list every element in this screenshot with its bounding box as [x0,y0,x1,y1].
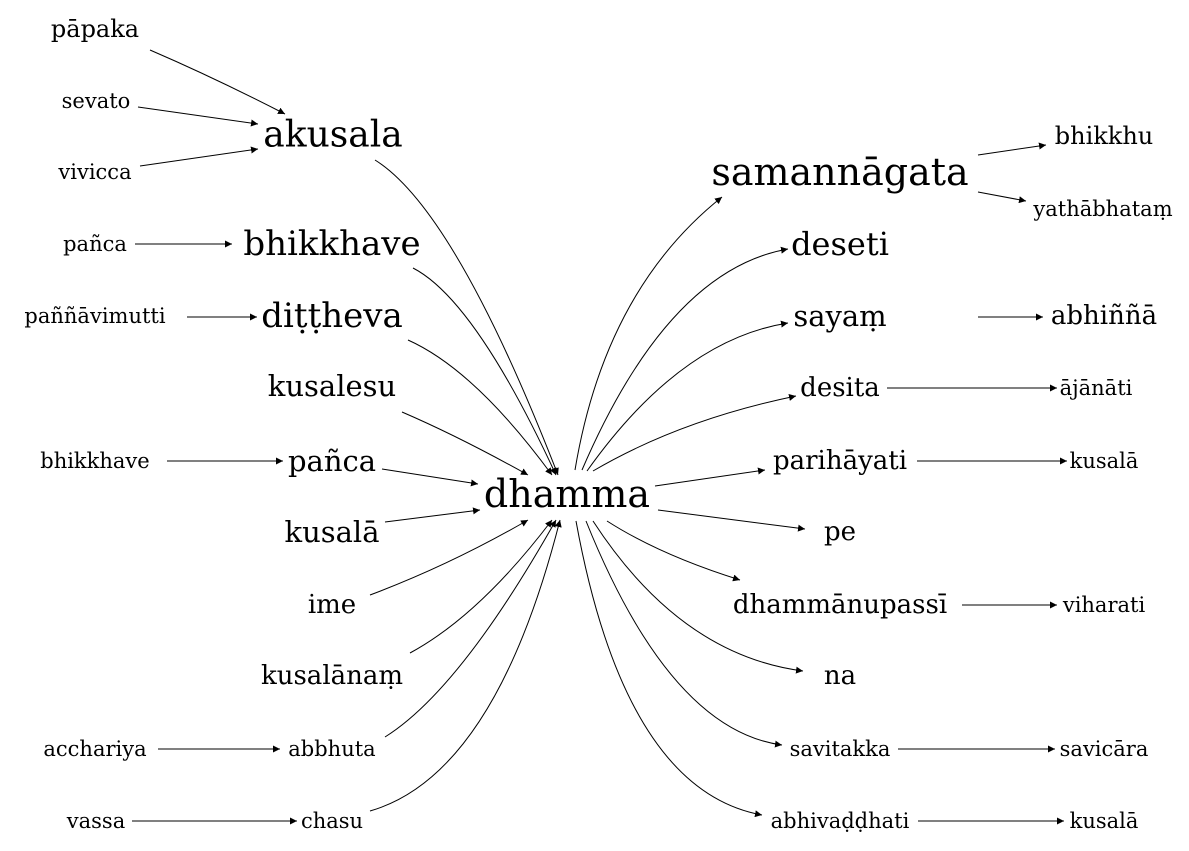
nodes-layer: dhamma akusala pāpaka sevato vivicca bhikkhav… [24,15,1172,833]
edges-layer [132,49,1067,825]
edge-vivicca-to-akusala [139,146,259,167]
node-dhammanupassi: dhammānupassī [733,590,947,620]
node-sevato: sevato [62,89,131,113]
edge-dhamma-to-sayam [586,320,789,472]
edge-sevato-to-akusala [137,106,259,127]
node-dittheva: diṭṭheva [261,296,402,336]
edge-ime-to-dhamma [369,519,529,596]
node-ime: ime [308,590,356,620]
edge-papaka-to-akusala [149,49,286,115]
node-panca: pañca [288,444,376,478]
edge-dhamma-to-abhivaddhati [575,520,763,818]
edge-dittheva-to-dhamma [407,339,553,476]
node-kusalanam: kusalānaṃ [261,661,403,691]
node-pe: pe [824,517,856,547]
node-sayam: sayaṃ [793,299,886,333]
edge-dhamma-to-samannagata [574,196,723,471]
edge-dhamma-to-parihayati [654,467,766,487]
edge-akusala-to-dhamma [374,159,559,476]
edge-dhamma-to-desita [592,393,797,472]
edge-dhamma-to-na [592,520,804,674]
node-panca_small: pañca [63,232,127,256]
edge-kusalesu-to-dhamma [401,411,529,476]
edge-panca-to-dhamma [381,468,479,487]
node-dhamma: dhamma [484,472,650,516]
node-kusalesu: kusalesu [268,369,396,403]
node-savitakka: savitakka [790,737,891,761]
node-yathabhatam: yathābhataṃ [1032,197,1172,221]
edge-chasu-to-dhamma [369,519,562,812]
edge-kusala_left-to-dhamma [384,507,481,523]
edge-dhamma-to-dhammanupassi [606,520,741,582]
node-samannagata: samannāgata [711,150,968,194]
edge-dhamma-to-pe [657,509,806,532]
node-abhivaddhati: abhivaḍḍhati [771,809,910,833]
edge-samannagata-to-bhikkhu [977,142,1047,156]
edge-kusalanam-to-dhamma [409,519,553,654]
node-pannavimutti: paññāvimutti [24,304,165,328]
node-bhikkhave_small: bhikkhave [40,449,149,473]
node-papaka: pāpaka [51,15,139,43]
node-kusala_r1: kusalā [1070,449,1139,473]
node-bhikkhave_big: bhikkhave [243,224,420,264]
node-vassa: vassa [66,809,125,833]
node-desita: desita [800,373,880,403]
node-acchariya: acchariya [43,737,146,761]
node-abbhuta: abbhuta [288,737,375,761]
edge-samannagata-to-yathabhatam [977,191,1027,204]
node-vivicca: vivicca [57,160,131,184]
node-kusala_left: kusalā [285,515,380,549]
node-parihayati: parihāyati [773,446,907,476]
node-abhinna: abhiññā [1051,301,1157,331]
node-bhikkhu: bhikkhu [1055,122,1154,150]
node-kusala_r2: kusalā [1070,809,1139,833]
node-na: na [824,661,856,691]
edge-bhikkhave_big-to-dhamma [412,267,557,476]
node-viharati: viharati [1062,593,1146,617]
edge-dhamma-to-savitakka [585,520,783,748]
edge-abbhuta-to-dhamma [384,519,557,738]
node-deseti: deseti [791,225,889,263]
node-savicara: savicāra [1060,737,1149,761]
edge-dhamma-to-deseti [581,246,789,471]
node-chasu: chasu [301,809,363,833]
node-akusala: akusala [263,115,402,156]
node-ajanati: ājānāti [1060,376,1133,400]
